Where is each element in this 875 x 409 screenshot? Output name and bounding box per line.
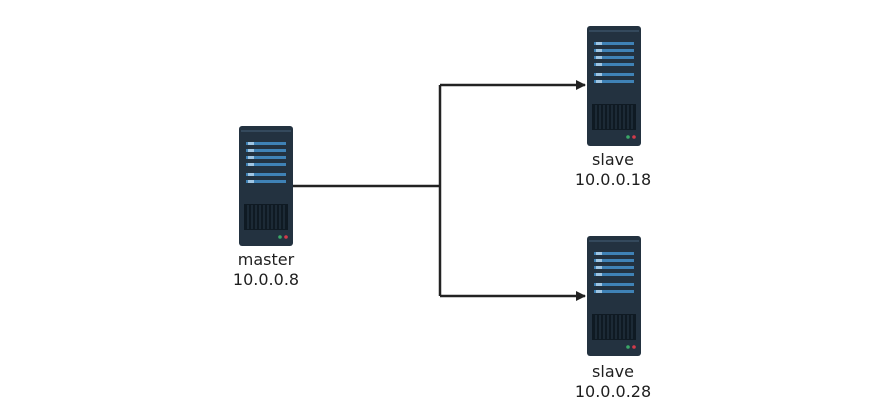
- slave-1-node-label: slave 10.0.0.18: [553, 150, 673, 190]
- connectors: [293, 80, 586, 301]
- master-node-label: master 10.0.0.8: [206, 250, 326, 290]
- master-server-icon: [238, 125, 294, 247]
- slave-2-role-text: slave: [592, 362, 634, 381]
- slave-2-server-icon: [586, 235, 642, 357]
- slave-2-node-label: slave 10.0.0.28: [553, 362, 673, 402]
- master-role-text: master: [237, 250, 295, 269]
- slave-1-ip-text: 10.0.0.18: [574, 170, 652, 189]
- slave-1-role-text: slave: [592, 150, 634, 169]
- master-ip-text: 10.0.0.8: [232, 270, 300, 289]
- slave-1-server-icon: [586, 25, 642, 147]
- slave-2-ip-text: 10.0.0.28: [574, 382, 652, 401]
